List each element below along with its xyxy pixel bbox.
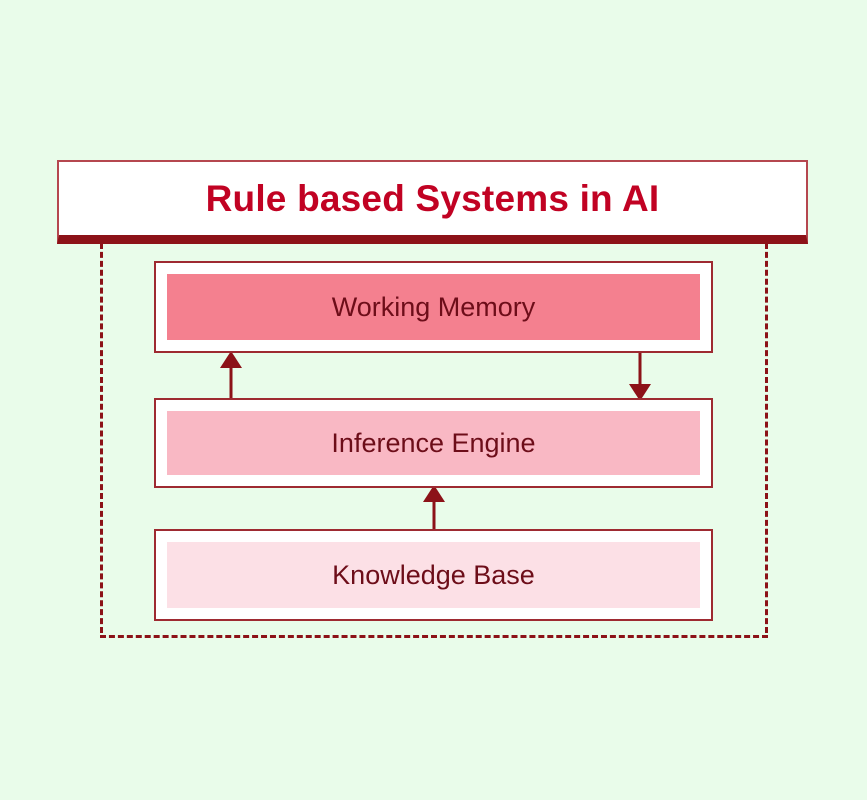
dashed-frame-bottom-edge — [100, 635, 768, 638]
arrow-head — [423, 485, 445, 502]
node-inference-engine-fill: Inference Engine — [167, 411, 700, 475]
node-inference-engine: Inference Engine — [154, 398, 713, 488]
dashed-frame-right-edge — [765, 243, 768, 633]
arrow-up-icon-inference-engine-to-working-memory — [219, 351, 243, 401]
arrow-head — [220, 351, 242, 368]
arrow-up-icon-knowledge-base-to-inference-engine — [422, 485, 446, 533]
arrow-down-icon-working-memory-to-inference-engine — [628, 351, 652, 401]
node-working-memory: Working Memory — [154, 261, 713, 353]
arrow-shaft — [229, 364, 233, 401]
node-knowledge-base: Knowledge Base — [154, 529, 713, 621]
arrow-head — [629, 384, 651, 401]
node-knowledge-base-label: Knowledge Base — [332, 559, 535, 590]
diagram-title-box: Rule based Systems in AI — [57, 160, 808, 244]
node-working-memory-label: Working Memory — [331, 291, 536, 322]
arrow-shaft — [638, 351, 642, 388]
arrow-shaft — [432, 498, 436, 533]
node-working-memory-fill: Working Memory — [167, 274, 700, 340]
node-inference-engine-label: Inference Engine — [331, 427, 536, 458]
diagram-title-text: Rule based Systems in AI — [205, 178, 660, 219]
node-knowledge-base-fill: Knowledge Base — [167, 542, 700, 608]
dashed-frame-left-edge — [100, 243, 103, 633]
